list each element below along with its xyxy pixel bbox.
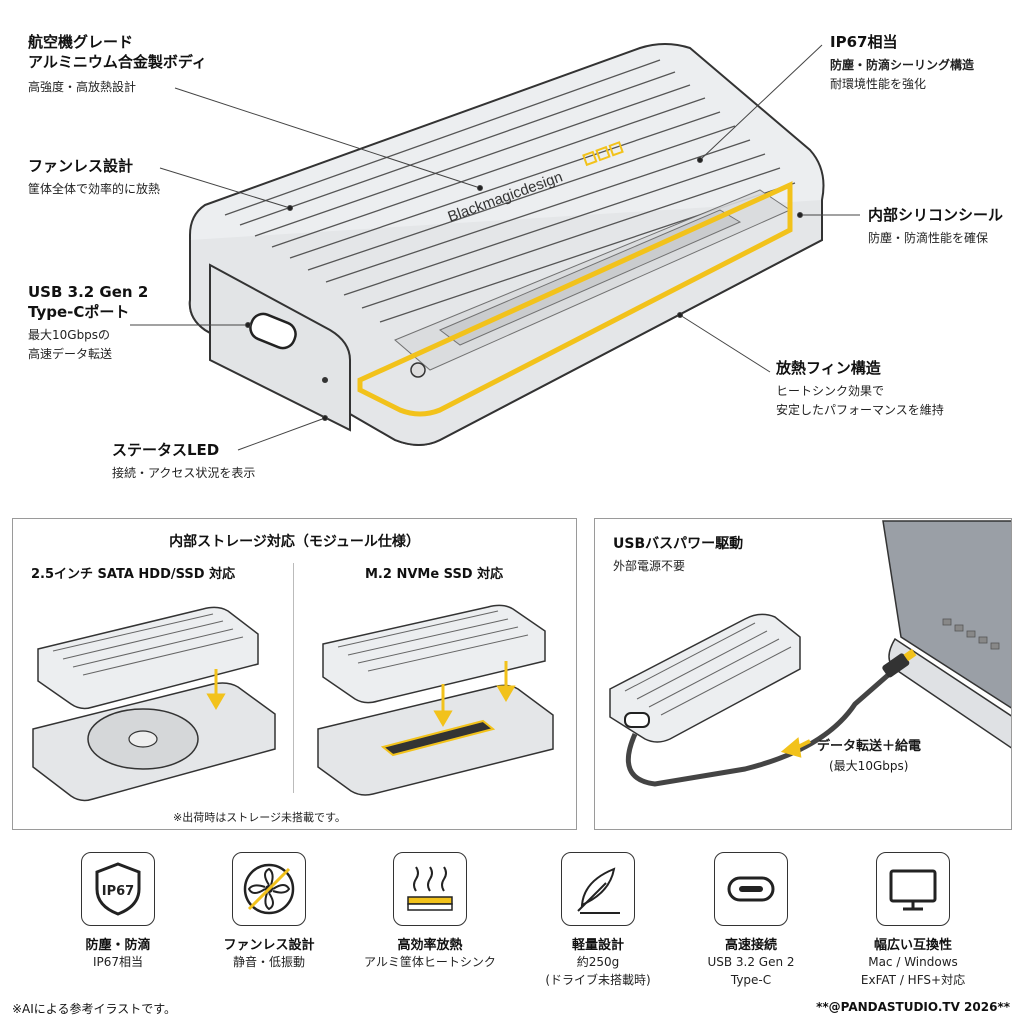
feature-fanless: ファンレス設計 静音・低振動 — [194, 852, 344, 971]
svg-text:IP67: IP67 — [102, 884, 134, 899]
feature-compat: 幅広い互換性 Mac / Windows ExFAT / HFS+対応 — [838, 852, 988, 989]
storage-panel: 内部ストレージ対応（モジュール仕様） 2.5インチ SATA HDD/SSD 対… — [12, 518, 577, 830]
footer-credit: **@PANDASTUDIO.TV 2026** — [816, 1000, 1010, 1014]
arrow-icon — [780, 737, 811, 758]
brand-mark-icon — [582, 141, 624, 167]
heat-icon — [407, 866, 453, 911]
monitor-icon — [889, 869, 937, 911]
callout-led: ステータスLED 接続・アクセス状況を表示 — [112, 441, 256, 480]
shield-icon: IP67 — [95, 862, 141, 916]
usb-c-port — [249, 312, 297, 350]
callout-fins: 放熱フィン構造 ヒートシンク効果で 安定したパフォーマンスを維持 — [776, 359, 944, 417]
enclosure-illustration: Blackmagicdesign — [130, 43, 860, 451]
feature-heat: 高効率放熱 アルミ筐体ヒートシンク — [355, 852, 505, 971]
panel-divider — [293, 563, 294, 793]
callout-seal: 内部シリコンシール 防塵・防滴性能を確保 — [868, 206, 1004, 245]
bus-power-illustration — [609, 520, 1011, 787]
callout-usb: USB 3.2 Gen 2 Type-Cポート 最大10Gbpsの 高速データ転… — [28, 283, 149, 361]
cooling-ribs — [224, 59, 796, 323]
callout-body: 航空機グレード アルミニウム合金製ボディ 高強度・高放熱設計 — [28, 33, 207, 94]
status-led — [322, 377, 328, 383]
feature-light: 軽量設計 約250g (ドライブ未搭載時) — [523, 852, 673, 989]
feather-icon — [577, 867, 620, 914]
power-panel: USBバスパワー駆動 外部電源不要 データ転送＋給電 (最大10Gbps) — [594, 518, 1012, 830]
callout-ip67: IP67相当 防塵・防滴シーリング構造 耐環境性能を強化 — [830, 33, 975, 91]
footer-disclaimer: ※AIによる参考イラストです。 — [12, 1002, 177, 1016]
callout-fanless: ファンレス設計 筐体全体で効率的に放熱 — [28, 157, 161, 196]
feature-connect: 高速接続 USB 3.2 Gen 2 Type-C — [676, 852, 826, 989]
usb-cable — [625, 667, 897, 787]
silicone-seal — [357, 181, 793, 417]
fan-icon — [243, 863, 295, 915]
callout-leaders — [130, 44, 860, 451]
usb-c-icon — [727, 876, 775, 902]
feature-waterproof: IP67 防塵・防滴 IP67相当 — [43, 852, 193, 971]
storage-module-illustration — [32, 604, 554, 802]
screw-icon — [410, 362, 426, 378]
laptop-icon — [882, 520, 1011, 749]
